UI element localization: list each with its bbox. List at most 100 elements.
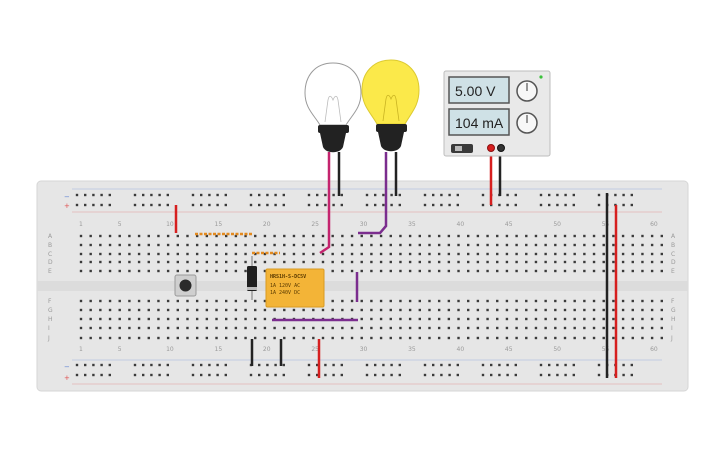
breadboard-hole[interactable]	[100, 193, 103, 197]
breadboard-hole[interactable]	[186, 260, 189, 264]
breadboard-hole[interactable]	[118, 317, 121, 321]
breadboard-hole[interactable]	[374, 363, 377, 367]
breadboard-hole[interactable]	[408, 336, 412, 340]
breadboard-hole[interactable]	[365, 193, 369, 197]
breadboard-hole[interactable]	[408, 269, 412, 273]
breadboard-hole[interactable]	[556, 193, 559, 197]
breadboard-hole[interactable]	[389, 234, 392, 238]
breadboard-hole[interactable]	[428, 308, 431, 312]
breadboard-hole[interactable]	[583, 260, 586, 264]
breadboard-hole[interactable]	[660, 336, 663, 340]
breadboard-hole[interactable]	[292, 326, 296, 330]
breadboard-hole[interactable]	[157, 252, 160, 256]
breadboard-hole[interactable]	[84, 193, 87, 197]
breadboard-hole[interactable]	[302, 243, 305, 247]
breadboard-hole[interactable]	[467, 260, 470, 264]
breadboard-hole[interactable]	[467, 308, 470, 312]
breadboard-hole[interactable]	[612, 252, 615, 256]
breadboard-hole[interactable]	[147, 243, 150, 247]
breadboard-hole[interactable]	[263, 234, 267, 238]
breadboard-hole[interactable]	[525, 243, 528, 247]
breadboard-hole[interactable]	[118, 234, 121, 238]
breadboard-hole[interactable]	[331, 326, 334, 330]
breadboard-hole[interactable]	[147, 269, 150, 273]
breadboard-hole[interactable]	[225, 326, 228, 330]
breadboard-hole[interactable]	[186, 269, 189, 273]
breadboard-hole[interactable]	[379, 326, 383, 330]
breadboard-hole[interactable]	[316, 373, 319, 377]
breadboard-hole[interactable]	[128, 336, 131, 340]
breadboard-hole[interactable]	[150, 373, 153, 377]
breadboard-hole[interactable]	[166, 193, 169, 197]
breadboard-hole[interactable]	[467, 336, 470, 340]
breadboard-hole[interactable]	[89, 269, 92, 273]
breadboard-hole[interactable]	[534, 243, 538, 247]
breadboard-hole[interactable]	[539, 203, 543, 207]
breadboard-hole[interactable]	[176, 252, 179, 256]
breadboard-hole[interactable]	[99, 260, 102, 264]
breadboard-hole[interactable]	[176, 260, 179, 264]
breadboard-hole[interactable]	[225, 269, 228, 273]
breadboard-hole[interactable]	[205, 252, 209, 256]
breadboard-hole[interactable]	[128, 299, 131, 303]
breadboard-hole[interactable]	[399, 234, 402, 238]
breadboard-hole[interactable]	[370, 317, 373, 321]
breadboard-hole[interactable]	[89, 336, 92, 340]
breadboard-hole[interactable]	[641, 269, 644, 273]
breadboard-hole[interactable]	[447, 299, 451, 303]
breadboard-hole[interactable]	[205, 243, 209, 247]
breadboard-hole[interactable]	[157, 260, 160, 264]
breadboard-hole[interactable]	[263, 299, 267, 303]
breadboard-hole[interactable]	[195, 269, 199, 273]
breadboard-hole[interactable]	[186, 326, 189, 330]
breadboard-hole[interactable]	[437, 326, 441, 330]
breadboard-hole[interactable]	[75, 363, 79, 367]
breadboard-hole[interactable]	[108, 193, 111, 197]
breadboard-hole[interactable]	[370, 252, 373, 256]
breadboard-hole[interactable]	[428, 269, 431, 273]
breadboard-hole[interactable]	[166, 234, 170, 238]
breadboard-hole[interactable]	[292, 308, 296, 312]
breadboard-hole[interactable]	[418, 252, 421, 256]
breadboard-hole[interactable]	[79, 336, 83, 340]
breadboard-hole[interactable]	[128, 234, 131, 238]
breadboard-hole[interactable]	[137, 260, 141, 264]
breadboard-hole[interactable]	[621, 269, 625, 273]
breadboard-hole[interactable]	[118, 308, 121, 312]
breadboard-hole[interactable]	[263, 317, 267, 321]
breadboard-hole[interactable]	[324, 203, 327, 207]
breadboard-hole[interactable]	[437, 260, 441, 264]
breadboard-hole[interactable]	[379, 260, 383, 264]
breadboard-hole[interactable]	[215, 252, 218, 256]
breadboard-hole[interactable]	[360, 260, 363, 264]
breadboard-hole[interactable]	[612, 260, 615, 264]
breadboard-hole[interactable]	[263, 336, 267, 340]
breadboard-hole[interactable]	[467, 326, 470, 330]
breadboard-hole[interactable]	[631, 260, 634, 264]
breadboard-hole[interactable]	[467, 252, 470, 256]
breadboard-hole[interactable]	[408, 260, 412, 264]
breadboard-hole[interactable]	[195, 336, 199, 340]
breadboard-hole[interactable]	[650, 243, 654, 247]
breadboard-hole[interactable]	[341, 269, 344, 273]
breadboard-hole[interactable]	[631, 269, 634, 273]
breadboard-hole[interactable]	[486, 299, 489, 303]
breadboard-hole[interactable]	[75, 193, 79, 197]
breadboard-hole[interactable]	[108, 260, 112, 264]
breadboard-hole[interactable]	[602, 269, 605, 273]
breadboard-hole[interactable]	[476, 317, 480, 321]
breadboard-hole[interactable]	[621, 234, 625, 238]
breadboard-hole[interactable]	[398, 363, 401, 367]
breadboard-hole[interactable]	[650, 326, 654, 330]
breadboard-hole[interactable]	[312, 252, 315, 256]
breadboard-hole[interactable]	[428, 336, 431, 340]
positive-terminal[interactable]	[487, 144, 495, 152]
breadboard-hole[interactable]	[554, 317, 557, 321]
breadboard-hole[interactable]	[525, 326, 528, 330]
breadboard-hole[interactable]	[205, 260, 209, 264]
breadboard-hole[interactable]	[399, 243, 402, 247]
breadboard-hole[interactable]	[195, 252, 199, 256]
breadboard-hole[interactable]	[457, 326, 460, 330]
breadboard-hole[interactable]	[108, 317, 112, 321]
breadboard-hole[interactable]	[147, 308, 150, 312]
